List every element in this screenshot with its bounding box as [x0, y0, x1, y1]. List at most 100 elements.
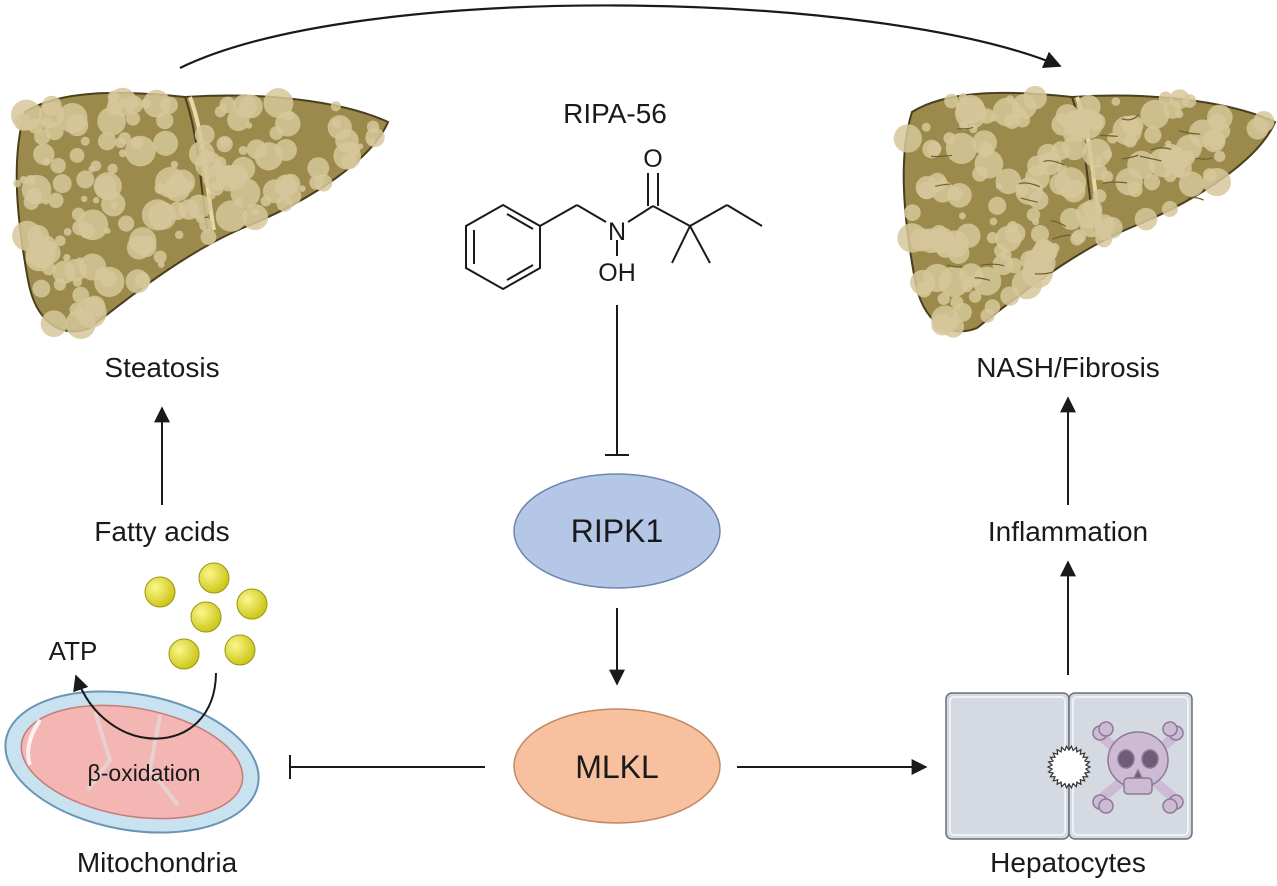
fat-droplet — [1094, 156, 1102, 164]
fatty-acid-droplet — [168, 638, 200, 670]
fat-droplet — [83, 295, 106, 317]
fat-droplet — [989, 217, 998, 226]
ripk1-node — [513, 473, 721, 589]
fatty-acid-droplet — [144, 576, 176, 608]
skull-crossbones-icon — [1092, 721, 1184, 814]
hepatocytes-label: Hepatocytes — [990, 847, 1146, 878]
fat-droplet — [958, 212, 966, 220]
atom-o-label: O — [643, 145, 662, 173]
fat-droplet — [1202, 168, 1232, 197]
mlkl-label: MLKL — [575, 749, 659, 785]
fat-droplet — [19, 176, 28, 184]
fat-droplet — [118, 215, 135, 232]
atom-oh-label: OH — [598, 259, 636, 287]
fatty-acid-droplet — [224, 634, 256, 666]
fat-droplet — [1095, 230, 1113, 248]
fat-droplet — [1082, 138, 1112, 168]
fat-droplet — [1134, 207, 1158, 231]
fat-droplet — [128, 227, 157, 255]
fat-droplet — [1143, 174, 1161, 191]
fat-droplet — [307, 157, 330, 180]
fat-droplet — [950, 295, 964, 309]
fibrosis-strand — [1103, 181, 1128, 185]
fat-droplet — [235, 197, 243, 205]
fat-droplet — [1092, 189, 1107, 203]
fat-droplet — [269, 126, 284, 140]
fat-droplet — [1127, 182, 1143, 198]
ripa56-structure — [465, 173, 763, 291]
fat-droplet — [26, 187, 43, 204]
fat-droplet — [988, 196, 1007, 215]
fat-droplet — [1123, 134, 1137, 148]
fat-droplet — [114, 136, 126, 149]
fibrosis-strand — [931, 154, 953, 158]
fat-droplet — [38, 102, 65, 129]
fat-droplet — [1020, 250, 1040, 270]
steatosis-label: Steatosis — [104, 352, 219, 383]
atom-n-label: N — [608, 218, 626, 246]
fat-droplet — [90, 160, 102, 172]
fat-droplet — [238, 145, 248, 155]
fat-droplets — [893, 85, 1275, 338]
fat-droplet — [12, 220, 43, 251]
fibrosis-strand — [956, 126, 974, 130]
atp-label: ATP — [49, 636, 98, 666]
fat-droplet — [50, 157, 66, 174]
fat-droplet — [1054, 167, 1087, 199]
fat-droplet — [1212, 122, 1231, 140]
fat-droplet — [1102, 149, 1113, 160]
mitochondria-label: Mitochondria — [77, 847, 238, 878]
fat-droplet — [956, 94, 985, 124]
fat-droplet — [42, 198, 49, 205]
fat-droplet — [1028, 190, 1049, 210]
fat-droplet — [986, 232, 999, 244]
fat-droplet — [995, 182, 1003, 190]
fat-droplet — [1158, 144, 1184, 169]
fat-droplet — [107, 90, 120, 103]
fat-droplet — [1188, 119, 1217, 148]
fat-droplet — [979, 108, 995, 124]
fat-droplet — [365, 127, 385, 148]
fat-droplet — [904, 204, 921, 221]
fibrosis-strand — [1100, 134, 1118, 137]
fibrosis-strand — [1020, 197, 1038, 203]
fat-droplet — [1063, 109, 1092, 139]
fat-droplet — [947, 183, 972, 208]
fibrosis-strand — [1178, 130, 1201, 135]
fat-droplet — [215, 164, 243, 192]
fat-droplet — [1214, 150, 1226, 163]
fat-droplet — [57, 102, 88, 133]
fat-droplet — [897, 223, 927, 253]
fibrosis-strand — [1043, 160, 1066, 166]
fat-droplet — [80, 136, 90, 146]
fat-droplet — [260, 195, 272, 207]
fat-droplet — [1000, 249, 1012, 261]
fat-droplet — [69, 302, 84, 317]
fat-droplet — [215, 200, 248, 232]
fat-droplet — [156, 111, 174, 130]
fat-droplet — [48, 192, 64, 208]
fat-droplet — [947, 242, 970, 264]
mitochondrion-icon — [4, 690, 260, 834]
fat-droplet — [54, 235, 66, 247]
fat-droplet — [1030, 225, 1050, 244]
fat-droplet — [274, 138, 297, 161]
fatty-acid-droplet — [236, 588, 268, 620]
fat-droplet — [69, 147, 85, 163]
fibrosis-strand — [980, 263, 1005, 267]
fat-droplet — [1161, 200, 1178, 218]
fat-droplet — [200, 148, 210, 158]
fat-droplet — [242, 204, 269, 231]
fat-droplet — [330, 101, 341, 112]
fat-droplet — [1178, 171, 1205, 197]
nash-liver-icon — [893, 85, 1277, 338]
fat-droplet — [124, 95, 143, 114]
nash-fibrosis-label: NASH/Fibrosis — [976, 352, 1160, 383]
fat-droplet — [93, 172, 122, 201]
fat-droplet — [357, 143, 364, 150]
fat-droplet — [917, 181, 936, 200]
fat-droplet — [1031, 217, 1040, 226]
fat-droplet — [1169, 89, 1190, 110]
fat-droplet — [195, 151, 223, 179]
